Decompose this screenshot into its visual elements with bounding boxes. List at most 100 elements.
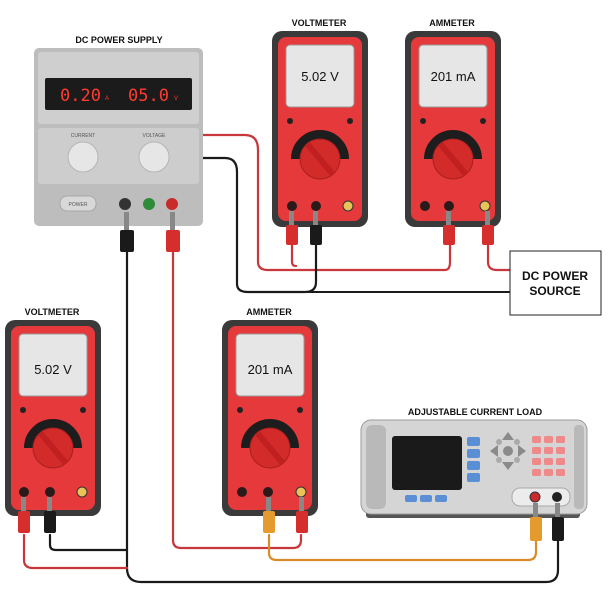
dial-arc xyxy=(291,130,349,160)
dial-arc xyxy=(241,419,299,449)
dial-arc xyxy=(24,419,82,449)
source-label-line1: DC POWER xyxy=(522,269,588,283)
arrow-left-icon[interactable] xyxy=(490,445,498,457)
selector-pointer xyxy=(37,430,69,466)
keypad-key[interactable] xyxy=(544,458,553,465)
wire-ammeter-red-to-source xyxy=(486,243,512,272)
wires xyxy=(22,133,560,584)
load-black-terminal[interactable] xyxy=(552,492,562,502)
wire-supply-red-down xyxy=(171,248,303,550)
top-ammeter-red-clip-1 xyxy=(443,225,455,245)
selector-pointer xyxy=(304,141,336,177)
arrow-right-icon[interactable] xyxy=(518,445,526,457)
dc-power-supply: DC POWER SUPPLY 0.20 A 05.0 V CURRENT VO… xyxy=(34,35,203,252)
voltage-knob-label: VOLTAGE xyxy=(143,133,167,139)
bottom-ammeter-orange-clip xyxy=(263,511,275,533)
power-button[interactable] xyxy=(59,195,97,212)
keypad-key[interactable] xyxy=(532,436,541,443)
wire-supply-black-down xyxy=(125,248,560,584)
meter-ma-jack[interactable] xyxy=(444,201,454,211)
keypad-key[interactable] xyxy=(532,469,541,476)
load-button[interactable] xyxy=(420,495,432,502)
keypad-key[interactable] xyxy=(544,469,553,476)
top-voltmeter-reading: 5.02 V xyxy=(301,69,339,84)
meter-red-jack[interactable] xyxy=(287,201,297,211)
keypad-key[interactable] xyxy=(556,458,565,465)
meter-button-icon[interactable] xyxy=(420,118,426,124)
dc-power-source: DC POWER SOURCE xyxy=(509,250,602,316)
meter-button-icon[interactable] xyxy=(347,118,353,124)
current-knob-label: CURRENT xyxy=(71,133,95,139)
meter-lcd xyxy=(18,333,88,397)
load-button[interactable] xyxy=(467,473,480,482)
wire-top-voltmeter-red xyxy=(290,240,298,268)
bottom-ammeter: AMMETER 201 mA xyxy=(222,307,318,533)
load-button[interactable] xyxy=(467,461,480,470)
meter-ma-jack[interactable] xyxy=(263,487,273,497)
bottom-voltmeter-black-clip xyxy=(44,511,56,533)
keypad-key[interactable] xyxy=(544,436,553,443)
meter-com-jack[interactable] xyxy=(237,487,247,497)
source-box xyxy=(509,250,602,316)
load-button[interactable] xyxy=(405,495,417,502)
meter-red-jack[interactable] xyxy=(19,487,29,497)
supply-knob-panel xyxy=(38,128,199,184)
load-button[interactable] xyxy=(467,437,480,446)
load-button[interactable] xyxy=(435,495,447,502)
supply-current-unit: A xyxy=(105,96,109,102)
voltage-knob[interactable] xyxy=(138,141,170,173)
meter-button-icon[interactable] xyxy=(287,118,293,124)
keypad-key[interactable] xyxy=(556,436,565,443)
bottom-ammeter-title: AMMETER xyxy=(246,307,292,317)
meter-lcd xyxy=(235,333,305,397)
meter-button-icon[interactable] xyxy=(297,407,303,413)
top-ammeter-reading: 201 mA xyxy=(431,69,476,84)
meter-button-icon[interactable] xyxy=(80,407,86,413)
load-right-bezel xyxy=(574,425,584,509)
meter-fuse-jack[interactable] xyxy=(342,200,354,212)
keypad-key[interactable] xyxy=(544,447,553,454)
wire-supply-red-top xyxy=(201,133,452,272)
keypad-key[interactable] xyxy=(556,469,565,476)
meter-fuse-jack[interactable] xyxy=(76,486,88,498)
load-button[interactable] xyxy=(467,449,480,458)
supply-ground-terminal[interactable] xyxy=(143,198,155,210)
adjustable-current-load: ADJUSTABLE CURRENT LOAD xyxy=(360,407,588,541)
source-label-line2: SOURCE xyxy=(529,284,580,298)
load-black-clip xyxy=(552,517,564,541)
bottom-ammeter-reading: 201 mA xyxy=(248,362,293,377)
load-red-terminal[interactable] xyxy=(529,491,541,503)
selector-pointer xyxy=(437,141,469,177)
meter-fuse-jack[interactable] xyxy=(479,200,491,212)
meter-com-jack[interactable] xyxy=(45,487,55,497)
keypad-key[interactable] xyxy=(556,447,565,454)
top-ammeter-red-clip-2 xyxy=(482,225,494,245)
dpad-center-button[interactable] xyxy=(503,446,513,456)
load-side-buttons xyxy=(467,437,480,482)
meter-button-icon[interactable] xyxy=(480,118,486,124)
meter-button-icon[interactable] xyxy=(237,407,243,413)
load-left-bezel xyxy=(366,425,386,509)
meter-com-jack[interactable] xyxy=(311,201,321,211)
load-dpad[interactable] xyxy=(490,432,526,470)
supply-red-clip xyxy=(166,212,180,252)
meter-fuse-jack[interactable] xyxy=(295,486,307,498)
current-knob[interactable] xyxy=(67,141,99,173)
arrow-up-icon[interactable] xyxy=(502,432,514,440)
power-button-label: POWER xyxy=(69,202,88,208)
load-bottom-buttons xyxy=(405,495,447,502)
meter-button-icon[interactable] xyxy=(20,407,26,413)
meter-com-jack[interactable] xyxy=(420,201,430,211)
bottom-voltmeter-title: VOLTMETER xyxy=(25,307,80,317)
supply-red-terminal[interactable] xyxy=(166,198,178,210)
bottom-voltmeter-red-clip xyxy=(18,511,30,533)
arrow-down-icon[interactable] xyxy=(502,462,514,470)
supply-black-terminal[interactable] xyxy=(119,198,131,210)
keypad-key[interactable] xyxy=(532,458,541,465)
top-voltmeter-red-clip xyxy=(286,225,298,245)
keypad-key[interactable] xyxy=(532,447,541,454)
bottom-ammeter-red-clip xyxy=(296,511,308,533)
wire-orange-to-load xyxy=(267,533,538,562)
supply-voltage-unit: V xyxy=(174,96,178,102)
wire-bottom-voltmeter-black xyxy=(48,533,129,552)
